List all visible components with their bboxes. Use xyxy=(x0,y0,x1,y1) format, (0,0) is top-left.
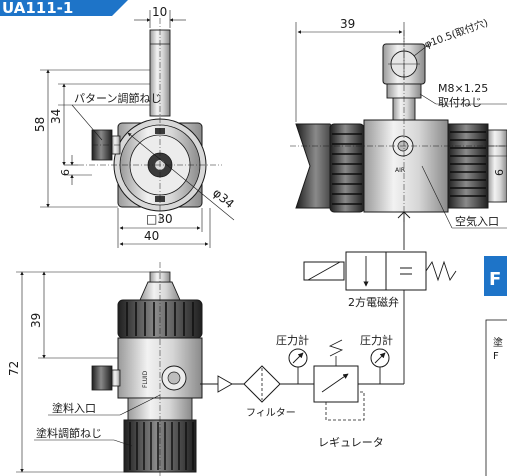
side-box xyxy=(485,319,507,476)
gauge-1-label: 圧力計 xyxy=(276,333,309,347)
side-view: AIR xyxy=(290,30,507,222)
top-view xyxy=(78,18,222,222)
dim-6-right: 6 xyxy=(493,169,506,176)
front-view: FLUID xyxy=(91,262,203,476)
dim-sq30: □30 xyxy=(146,212,173,226)
side-tab-letter: F xyxy=(489,269,501,290)
dim-6-left: 6 xyxy=(59,169,72,176)
side-tab xyxy=(484,256,507,296)
fluid-mark: FLUID xyxy=(142,370,149,388)
paint-inlet-label: 塗料入口 xyxy=(52,401,96,415)
side-view-dimensions: 39 6 xyxy=(295,17,507,176)
pneumatic-circuit: 2方電磁弁 フィルター 圧力計 レギュレータ 圧力計 xyxy=(200,211,457,449)
side-adjust-knob xyxy=(447,123,489,209)
mount-screw-label: 取付ねじ xyxy=(438,96,482,109)
mount-screw-callout: M8×1.25 取付ねじ xyxy=(419,82,507,109)
dim-58: 58 xyxy=(33,117,47,132)
filter-label: フィルター xyxy=(246,407,296,419)
dim-10: 10 xyxy=(152,5,167,19)
air-mark: AIR xyxy=(395,167,405,174)
air-inlet-callout: 空気入口 xyxy=(421,165,507,229)
dim-39-top: 39 xyxy=(340,17,355,31)
side-box-line1: 塗 xyxy=(493,336,503,349)
model-tab-label: UA111-1 xyxy=(2,0,73,17)
mount-hole-label: φ10.5(取付穴) xyxy=(423,16,490,51)
side-panel: F 塗 F xyxy=(484,256,507,476)
side-body xyxy=(363,119,449,213)
regulator-symbol xyxy=(313,365,359,403)
dim-34: 34 xyxy=(49,109,63,124)
solenoid-valve-label: 2方電磁弁 xyxy=(348,295,399,309)
mount-thread-label: M8×1.25 xyxy=(438,82,488,95)
pattern-knob-callout: パターン調節ねじ xyxy=(58,91,161,141)
pattern-knob-label: パターン調節ねじ xyxy=(74,91,161,105)
air-inlet-label: 空気入口 xyxy=(455,214,499,228)
dim-dia34: φ34 xyxy=(210,186,237,212)
side-box-line2: F xyxy=(493,351,499,362)
paint-knob-label: 塗料調節ねじ xyxy=(36,426,102,440)
front-view-dimensions: 72 39 xyxy=(7,271,150,473)
paint-knob-callout: 塗料調節ねじ xyxy=(34,426,133,447)
dim-39-front: 39 xyxy=(29,313,43,328)
dim-40: 40 xyxy=(144,229,159,243)
regulator-label: レギュレータ xyxy=(318,436,384,449)
model-tab: UA111-1 xyxy=(0,0,128,17)
paint-inlet-callout: 塗料入口 xyxy=(48,394,161,416)
dim-72: 72 xyxy=(7,361,21,376)
gauge-2-label: 圧力計 xyxy=(360,333,393,347)
